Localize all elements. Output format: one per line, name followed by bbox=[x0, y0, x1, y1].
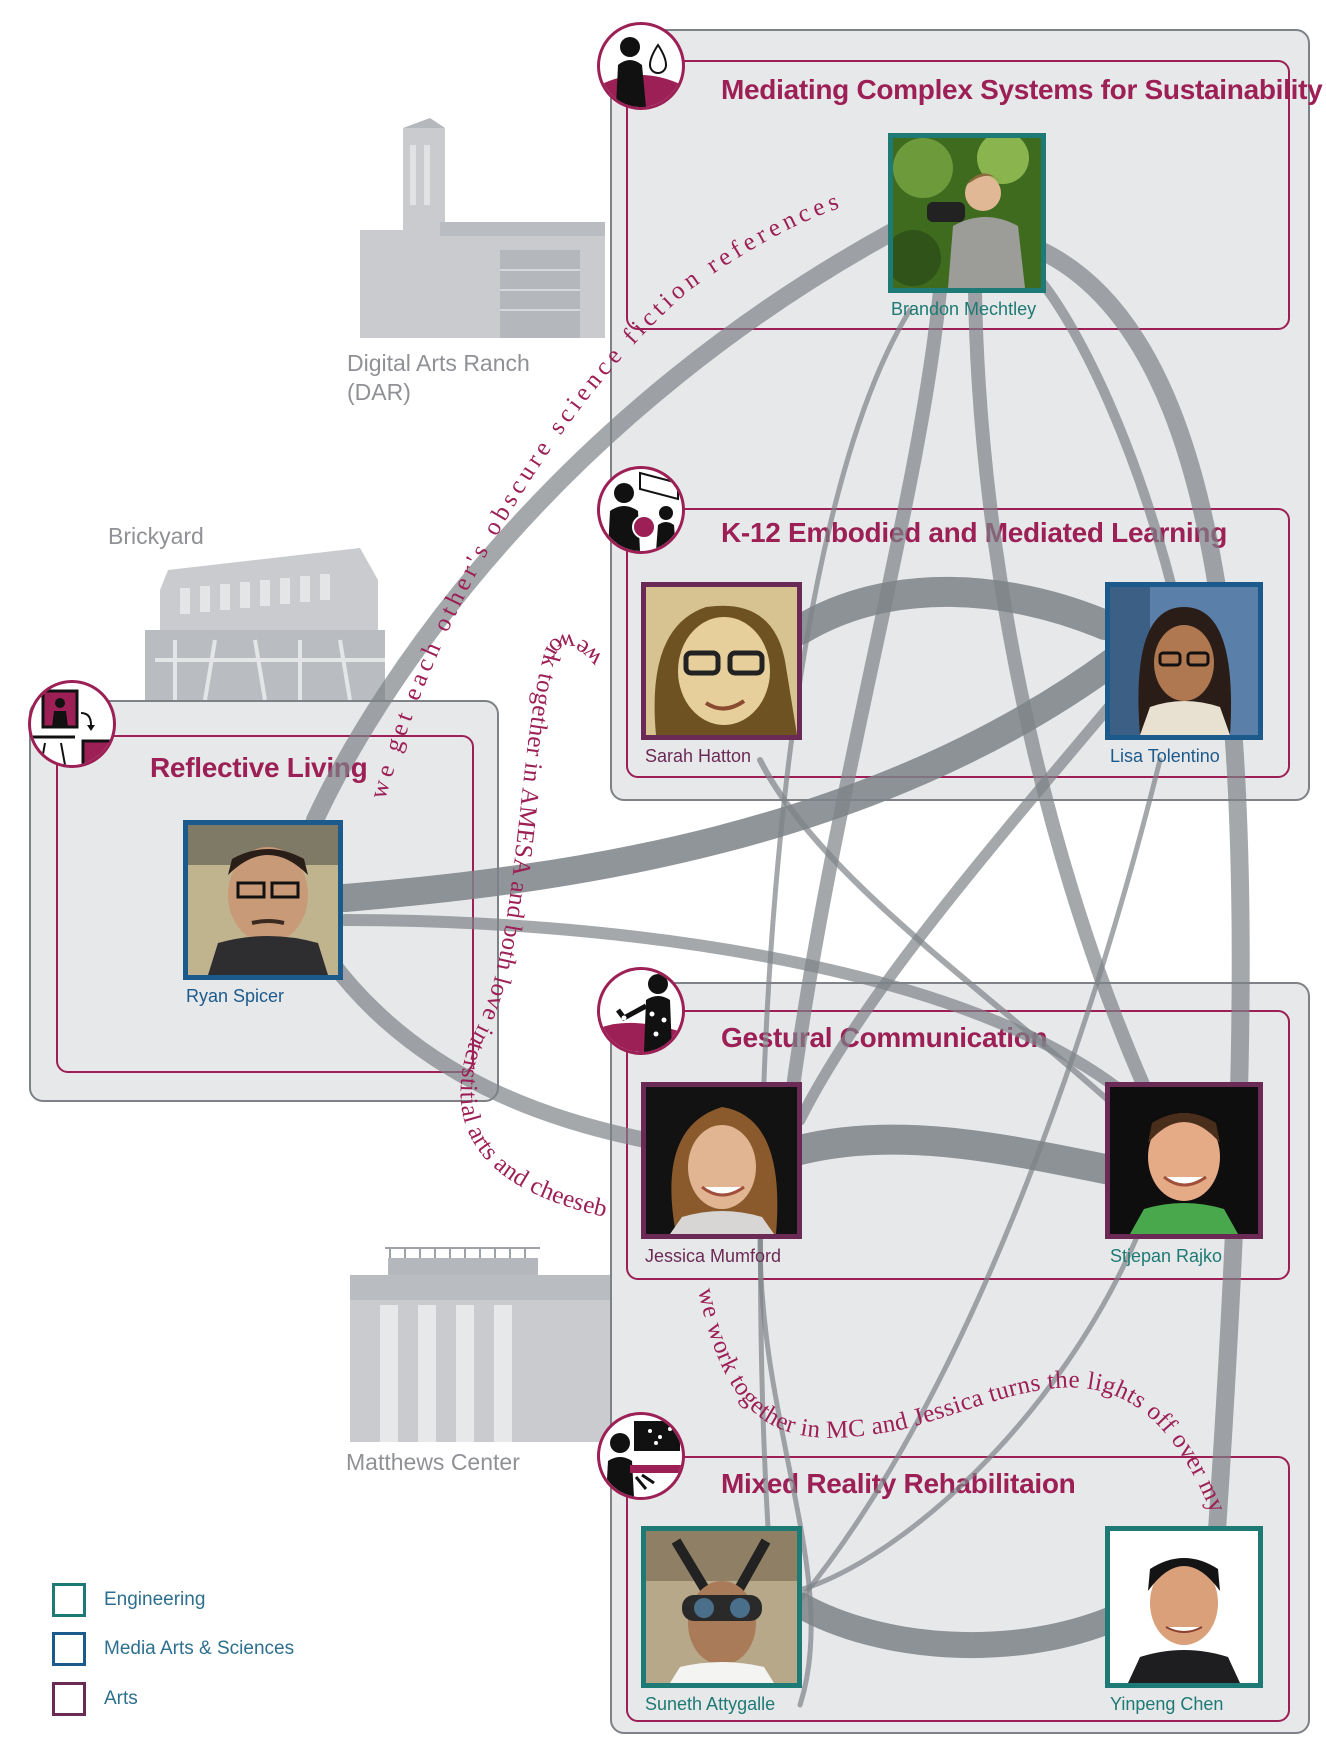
rehab-project-box bbox=[626, 1456, 1290, 1722]
link-brandon-jessica bbox=[783, 283, 947, 1117]
annotation-scifi: we get each other's obscure science fict… bbox=[365, 187, 846, 802]
link-k12-brandon bbox=[1035, 275, 1185, 625]
legend-label-arts: Arts bbox=[104, 1688, 138, 1709]
brandon-name: Brandon Mechtley bbox=[891, 299, 1037, 319]
gestural-title: Gestural Communication bbox=[721, 1022, 1048, 1053]
stjepan-photo[interactable] bbox=[1105, 1082, 1263, 1239]
stjepan-name: Stjepan Rajko bbox=[1110, 1246, 1223, 1266]
dar-label-line2: (DAR) bbox=[347, 379, 411, 405]
rehab-title: Mixed Reality Rehabilitaion bbox=[721, 1468, 1076, 1499]
yinpeng-name: Yinpeng Chen bbox=[1110, 1694, 1224, 1714]
annotation-lights-text: we work together in MC and Jessica turns… bbox=[0, 0, 1231, 1517]
ryan-photo[interactable] bbox=[183, 820, 343, 980]
brandon-photo[interactable] bbox=[888, 133, 1046, 293]
sustainability-title: Mediating Complex Systems for Sustainabi… bbox=[721, 74, 1323, 105]
suneth-photo[interactable] bbox=[641, 1526, 802, 1688]
brickyard-label: Brickyard bbox=[108, 523, 204, 549]
link-brandon-suneth bbox=[758, 307, 913, 1563]
link-jessica-yinpeng bbox=[757, 1237, 814, 1708]
annotation-amesa: we work together in AMESA and both love … bbox=[0, 0, 610, 1223]
link-stjepan-suneth bbox=[797, 1227, 1143, 1593]
matthews-center-label: Matthews Center bbox=[346, 1449, 520, 1475]
annotation-scifi-text: we get each other's obscure science fict… bbox=[365, 187, 842, 802]
link-brandon-stjepan bbox=[968, 283, 1157, 1107]
sustainability-emblem-icon bbox=[597, 22, 685, 110]
annotation-lights: we work together in MC and Jessica turns… bbox=[0, 0, 1231, 1517]
link-ryan-jessica bbox=[322, 952, 653, 1148]
link-ryan-lisa bbox=[331, 646, 1129, 912]
link-sarah-stjepan bbox=[757, 757, 1133, 1123]
k12-title: K-12 Embodied and Mediated Learning bbox=[721, 517, 1228, 548]
jessica-photo[interactable] bbox=[641, 1082, 802, 1239]
link-jessica-stjepan bbox=[785, 1124, 1125, 1185]
link-lisa-jessica bbox=[794, 694, 1121, 1126]
suneth-name: Suneth Attygalle bbox=[645, 1694, 776, 1714]
digital-arts-ranch-building bbox=[360, 118, 605, 338]
link-ryan-brandon bbox=[306, 216, 914, 829]
matthews-center-building bbox=[350, 1247, 612, 1442]
rehab-emblem-icon bbox=[597, 1412, 685, 1500]
reflective-project-box bbox=[56, 735, 474, 1073]
sarah-photo[interactable] bbox=[641, 582, 802, 740]
legend-swatch-engineering bbox=[52, 1583, 86, 1617]
yinpeng-photo[interactable] bbox=[1105, 1526, 1263, 1688]
annotation-amesa-text: we work together in AMESA and both love … bbox=[0, 0, 610, 1223]
gestural-emblem-icon bbox=[597, 967, 685, 1055]
brickyard-building bbox=[145, 548, 385, 701]
sustainability-project-box bbox=[626, 60, 1290, 330]
dar-label: Digital Arts Ranch (DAR) bbox=[347, 349, 530, 407]
legend-swatch-arts bbox=[52, 1682, 86, 1716]
legend-label-media: Media Arts & Sciences bbox=[104, 1638, 295, 1659]
link-lisa-suneth bbox=[797, 757, 1163, 1603]
link-suneth-yinpeng bbox=[787, 1592, 1123, 1659]
dar-label-line1: Digital Arts Ranch bbox=[347, 350, 530, 376]
legend-label-engineering: Engineering bbox=[104, 1589, 206, 1610]
k12-project-box bbox=[626, 508, 1290, 778]
ryan-name: Ryan Spicer bbox=[186, 986, 285, 1006]
sarah-name: Sarah Hatton bbox=[645, 746, 752, 766]
lisa-name: Lisa Tolentino bbox=[1110, 746, 1220, 766]
legend-swatch-media bbox=[52, 1632, 86, 1666]
lisa-photo[interactable] bbox=[1105, 582, 1263, 740]
jessica-name: Jessica Mumford bbox=[645, 1246, 782, 1266]
link-sarah-lisa bbox=[785, 576, 1120, 645]
